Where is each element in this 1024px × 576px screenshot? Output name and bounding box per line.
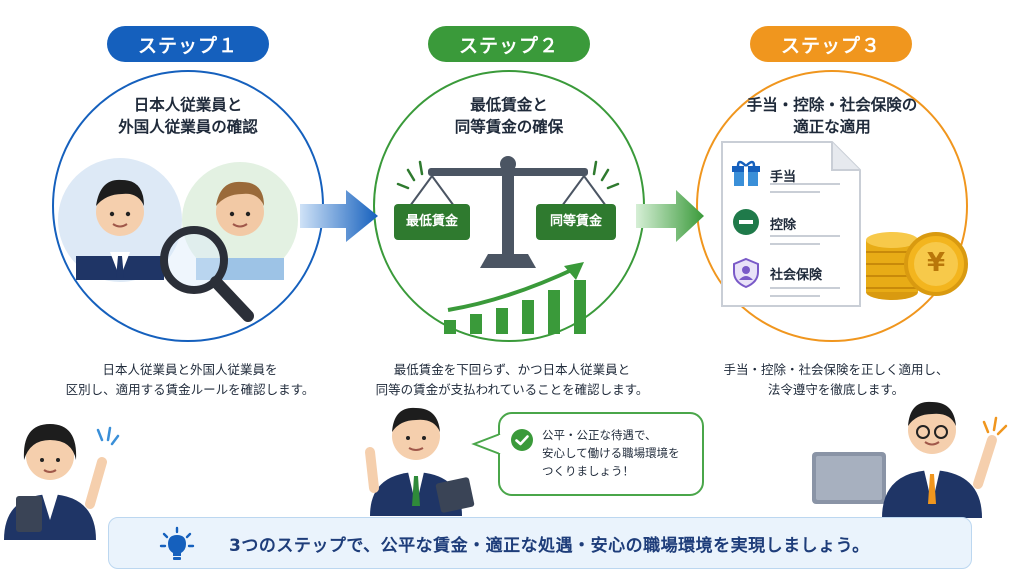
step2-description: 最低賃金を下回らず、かつ日本人従業員と同等の賃金が支払われていることを確認します… (375, 362, 649, 397)
scale-label-equal-wage: 同等賃金 (536, 204, 616, 240)
arrow-right-icon (636, 190, 704, 242)
yen-symbol: ¥ (926, 248, 946, 278)
check-circle-icon (511, 429, 533, 451)
step3-badge: ステップ３ (750, 26, 912, 62)
arrow-right-icon (300, 190, 378, 242)
summary-banner: 3つのステップで、公平な賃金・適正な処遇・安心の職場環境を実現しましょう。 (108, 517, 972, 569)
lightbulb-icon (159, 526, 195, 560)
speech-bubble: 公平・公正な待遇で、 安心して働ける職場環境を つくりましょう！ (498, 412, 704, 496)
speech-bubble-tail (471, 433, 503, 455)
man-pointing-illustration (365, 407, 475, 516)
minus-circle-icon (733, 209, 759, 235)
step3-description: 手当・控除・社会保険を正しく適用し、法令遵守を徹底します。 (723, 362, 949, 397)
shield-person-icon (733, 257, 759, 289)
step1-description: 日本人従業員と外国人従業員を区別し、適用する賃金ルールを確認します。 (65, 362, 315, 397)
step1-badge: ステップ１ (107, 26, 269, 62)
gift-icon (732, 160, 760, 186)
man-laptop-illustration (812, 401, 1008, 518)
step3-title: 手当・控除・社会保険の適正な適用 (746, 96, 918, 136)
summary-text: 3つのステップで、公平な賃金・適正な処遇・安心の職場環境を実現しましょう。 (229, 536, 870, 556)
coin-stack-icon (866, 232, 968, 300)
employees-illustration (58, 158, 298, 322)
doc-item-social-insurance: 社会保険 (770, 268, 823, 283)
step2-badge: ステップ２ (428, 26, 590, 62)
balance-scale-icon (396, 156, 620, 334)
woman-pointing-illustration (4, 424, 120, 540)
doc-item-allowance: 手当 (770, 170, 797, 185)
doc-item-deduction: 控除 (770, 218, 797, 233)
step1-title: 日本人従業員と外国人従業員の確認 (118, 96, 258, 136)
scale-label-minimum-wage: 最低賃金 (394, 204, 470, 240)
step2-title: 最低賃金と同等賃金の確保 (454, 96, 564, 136)
